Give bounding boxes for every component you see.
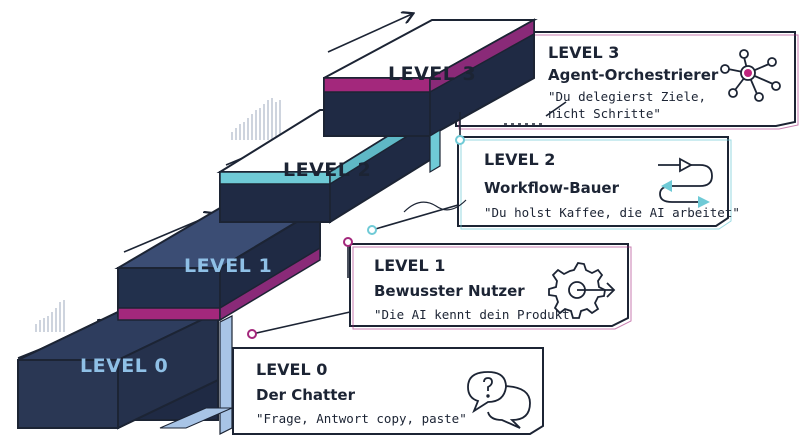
step-0: LEVEL 0 [17, 310, 219, 430]
trend-arrow-3 [327, 14, 412, 53]
level-card-0: LEVEL 0 Der Chatter "Frage, Antwort copy… [232, 347, 544, 435]
step-1: LEVEL 1 [114, 206, 324, 322]
card-title-0: Der Chatter [256, 386, 356, 404]
step-label-3: LEVEL 3 [388, 63, 476, 85]
card-title-2: Workflow-Bauer [484, 179, 620, 197]
network-nodes-icon [720, 49, 781, 102]
step-label-1: LEVEL 1 [184, 255, 272, 277]
card-level-label-0: LEVEL 0 [256, 360, 327, 379]
speech-bubbles-icon [467, 371, 531, 429]
card-quote-2: "Du holst Kaffee, die AI arbeitet" [484, 205, 740, 220]
level-card-1: LEVEL 1 Bewusster Nutzer "Die AI kennt d… [349, 243, 632, 330]
card-title-1: Bewusster Nutzer [374, 282, 525, 300]
connector-1 [251, 311, 351, 335]
step-label-0: LEVEL 0 [80, 355, 168, 377]
card-quote-1: "Die AI kennt dein Produkt" [374, 307, 577, 322]
card-level-label-2: LEVEL 2 [484, 150, 555, 169]
gear-arrow-icon [548, 262, 616, 319]
card-level-label-3: LEVEL 3 [548, 43, 619, 62]
connector-2 [371, 204, 459, 231]
card-title-3: Agent-Orchestrierer [548, 66, 719, 84]
riser-accents [159, 128, 441, 435]
card-quote-3-line-1: "Du delegierst Ziele, [548, 89, 706, 104]
level-card-2: LEVEL 2 Workflow-Bauer "Du holst Kaffee,… [457, 136, 740, 230]
step-label-2: LEVEL 2 [283, 159, 371, 181]
decorative-bars [35, 98, 281, 332]
workflow-arrows-icon [658, 157, 713, 208]
level-card-3: LEVEL 3 Agent-Orchestrierer "Du delegier… [455, 31, 799, 130]
card-quote-3-line-2: nicht Schritte" [548, 106, 661, 121]
card-level-label-1: LEVEL 1 [374, 256, 445, 275]
card-quote-0: "Frage, Antwort copy, paste" [256, 411, 467, 426]
step-3: LEVEL 3 [323, 18, 538, 138]
connectors [247, 101, 567, 339]
